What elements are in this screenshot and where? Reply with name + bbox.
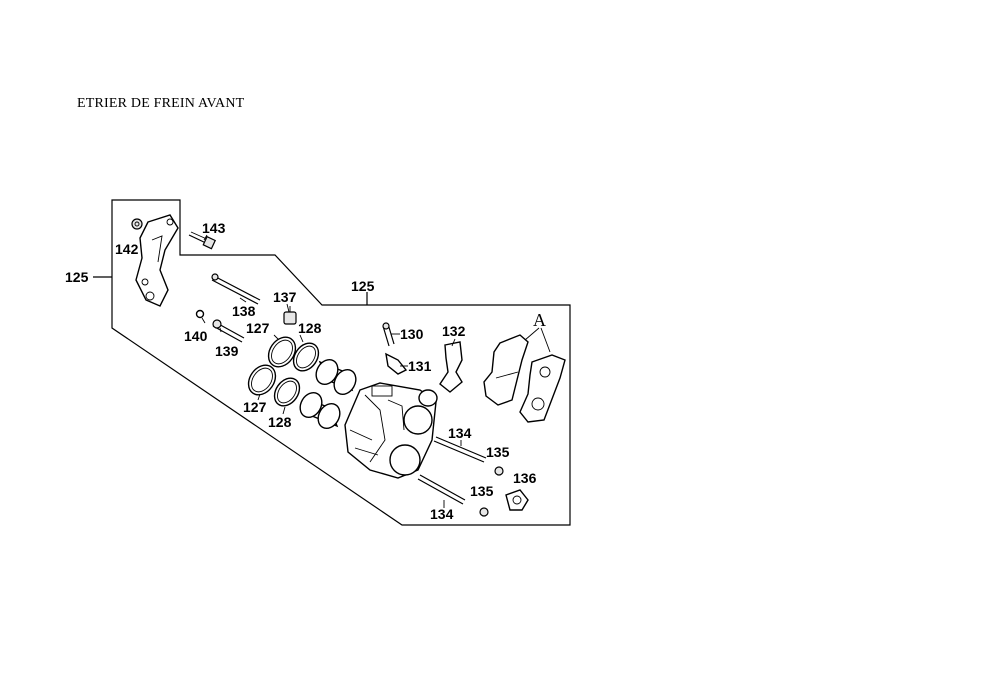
- label-135-upper: 135: [486, 444, 510, 460]
- washer-140: [195, 309, 205, 319]
- label-127-lower: 127: [243, 399, 267, 415]
- plug-136: [505, 489, 529, 511]
- bolt-139: [212, 319, 245, 343]
- label-140: 140: [184, 328, 208, 344]
- seal-rings: [247, 336, 320, 407]
- nut-142: [131, 218, 143, 230]
- caliper-body: [344, 382, 438, 479]
- pin-134-lower: [417, 474, 466, 505]
- bolt-143: [188, 231, 217, 250]
- pin-134-upper: [433, 436, 487, 463]
- label-142: 142: [115, 241, 139, 257]
- bleeder-130: [382, 322, 395, 347]
- cap-135-upper: [494, 466, 504, 476]
- assembly-outline: [111, 199, 571, 526]
- brake-pads: [483, 334, 566, 423]
- label-130: 130: [400, 326, 424, 342]
- bleeder-137: [283, 306, 297, 325]
- label-127-upper: 127: [246, 320, 270, 336]
- caliper-bracket: [135, 214, 179, 307]
- label-125-top: 125: [351, 278, 375, 294]
- cap-135-lower: [479, 507, 489, 517]
- label-128-upper: 128: [298, 320, 322, 336]
- label-135-lower: 135: [470, 483, 494, 499]
- label-132: 132: [442, 323, 466, 339]
- label-125-left: 125: [65, 269, 89, 285]
- label-137: 137: [273, 289, 297, 305]
- pad-spring-132: [439, 341, 463, 393]
- pistons: [299, 358, 357, 430]
- pin-138: [211, 273, 261, 305]
- label-134-upper: 134: [448, 425, 472, 441]
- label-128-lower: 128: [268, 414, 292, 430]
- label-131: 131: [408, 358, 432, 374]
- diagram-title: ETRIER DE FREIN AVANT: [77, 96, 245, 111]
- label-139: 139: [215, 343, 239, 359]
- label-136: 136: [513, 470, 537, 486]
- label-134-lower: 134: [430, 506, 454, 522]
- leader-lines: [201, 234, 551, 508]
- clip-131: [385, 352, 408, 375]
- label-143: 143: [202, 220, 226, 236]
- label-138: 138: [232, 303, 256, 319]
- label-A: A: [533, 310, 546, 330]
